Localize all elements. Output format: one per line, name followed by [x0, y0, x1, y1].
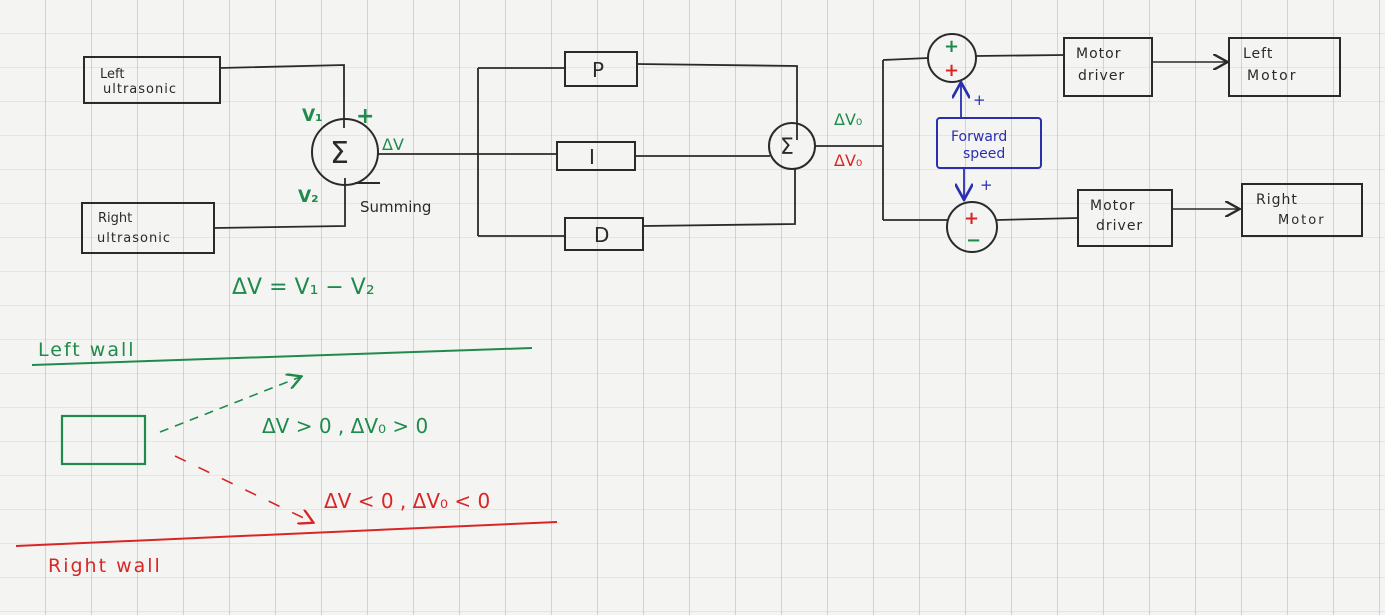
bottom-adder-plus: + [964, 208, 979, 229]
motor-driver-top-block: Motor driver [1063, 37, 1153, 97]
forward-plus-top: + [973, 91, 986, 109]
v1-label: V₁ [302, 106, 323, 126]
delta-v0-label-green: ΔV₀ [834, 110, 862, 129]
summing-junction-2: Σ [768, 122, 816, 170]
left-wall-line [31, 347, 533, 366]
bottom-adder: + − [946, 201, 998, 253]
v2-label: V₂ [298, 187, 319, 207]
wire-top-adder-driver [975, 54, 1065, 57]
right-motor-label-2: Motor [1278, 213, 1326, 228]
top-adder-plus-red: + [944, 60, 959, 81]
motor-driver-top-label-1: Motor [1076, 46, 1121, 62]
p-block: P [478, 51, 798, 140]
delta-v-equation: ΔV = V₁ − V₂ [232, 275, 375, 300]
sigma-symbol-1: Σ [330, 136, 349, 171]
negative-condition: ΔV < 0 , ΔV₀ < 0 [324, 489, 490, 513]
forward-speed-block: Forward speed [936, 117, 1042, 169]
left-motor-block: Left Motor [1228, 37, 1341, 97]
summing-label: Summing [360, 198, 431, 216]
top-adder: + + [927, 33, 977, 83]
left-wall-label: Left wall [38, 339, 136, 361]
wire-right-sensor [213, 178, 346, 229]
top-adder-plus-green: + [944, 36, 959, 57]
i-block: I [478, 141, 770, 171]
positive-condition: ΔV > 0 , ΔV₀ > 0 [262, 414, 428, 438]
right-wall-label: Right wall [48, 555, 162, 577]
d-label: D [594, 223, 609, 247]
left-ultrasonic-block: Left ultrasonic [83, 56, 221, 104]
wire-bottom-adder-driver [996, 217, 1079, 221]
d-block: D [478, 168, 796, 251]
forward-speed-label-1: Forward [951, 129, 1007, 145]
i-label: I [589, 145, 595, 169]
arrow-toward-right-wall [174, 455, 312, 522]
p-label: P [592, 58, 604, 82]
wire-left-sensor [219, 64, 345, 128]
right-motor-block: Right Motor [1241, 183, 1363, 237]
right-ultrasonic-label-2: ultrasonic [97, 231, 171, 246]
motor-driver-bottom-label-2: driver [1096, 218, 1143, 234]
sigma-symbol-2: Σ [780, 135, 794, 160]
robot-box [60, 414, 147, 466]
motor-driver-top-label-2: driver [1078, 68, 1125, 84]
motor-driver-bottom-label-1: Motor [1090, 198, 1135, 214]
forward-speed-label-2: speed [963, 146, 1005, 162]
summing-junction-1: Σ [311, 118, 379, 186]
wire-to-top-adder [882, 57, 929, 61]
forward-plus-bottom: + [980, 176, 993, 194]
right-motor-label-1: Right [1256, 192, 1298, 208]
right-ultrasonic-label-1: Right [98, 211, 132, 226]
delta-v-label: ΔV [382, 135, 404, 154]
bottom-adder-minus: − [966, 230, 981, 251]
left-ultrasonic-label-2: ultrasonic [103, 82, 177, 97]
motor-driver-bottom-block: Motor driver [1077, 189, 1173, 247]
left-ultrasonic-label-1: Left [100, 67, 124, 82]
delta-v0-label-red: ΔV₀ [834, 151, 862, 170]
plus-sign-sum1: + [356, 104, 374, 129]
left-motor-label-1: Left [1243, 46, 1273, 62]
right-ultrasonic-block: Right ultrasonic [81, 202, 215, 254]
right-wall-line [15, 521, 558, 547]
left-motor-label-2: Motor [1247, 68, 1297, 84]
